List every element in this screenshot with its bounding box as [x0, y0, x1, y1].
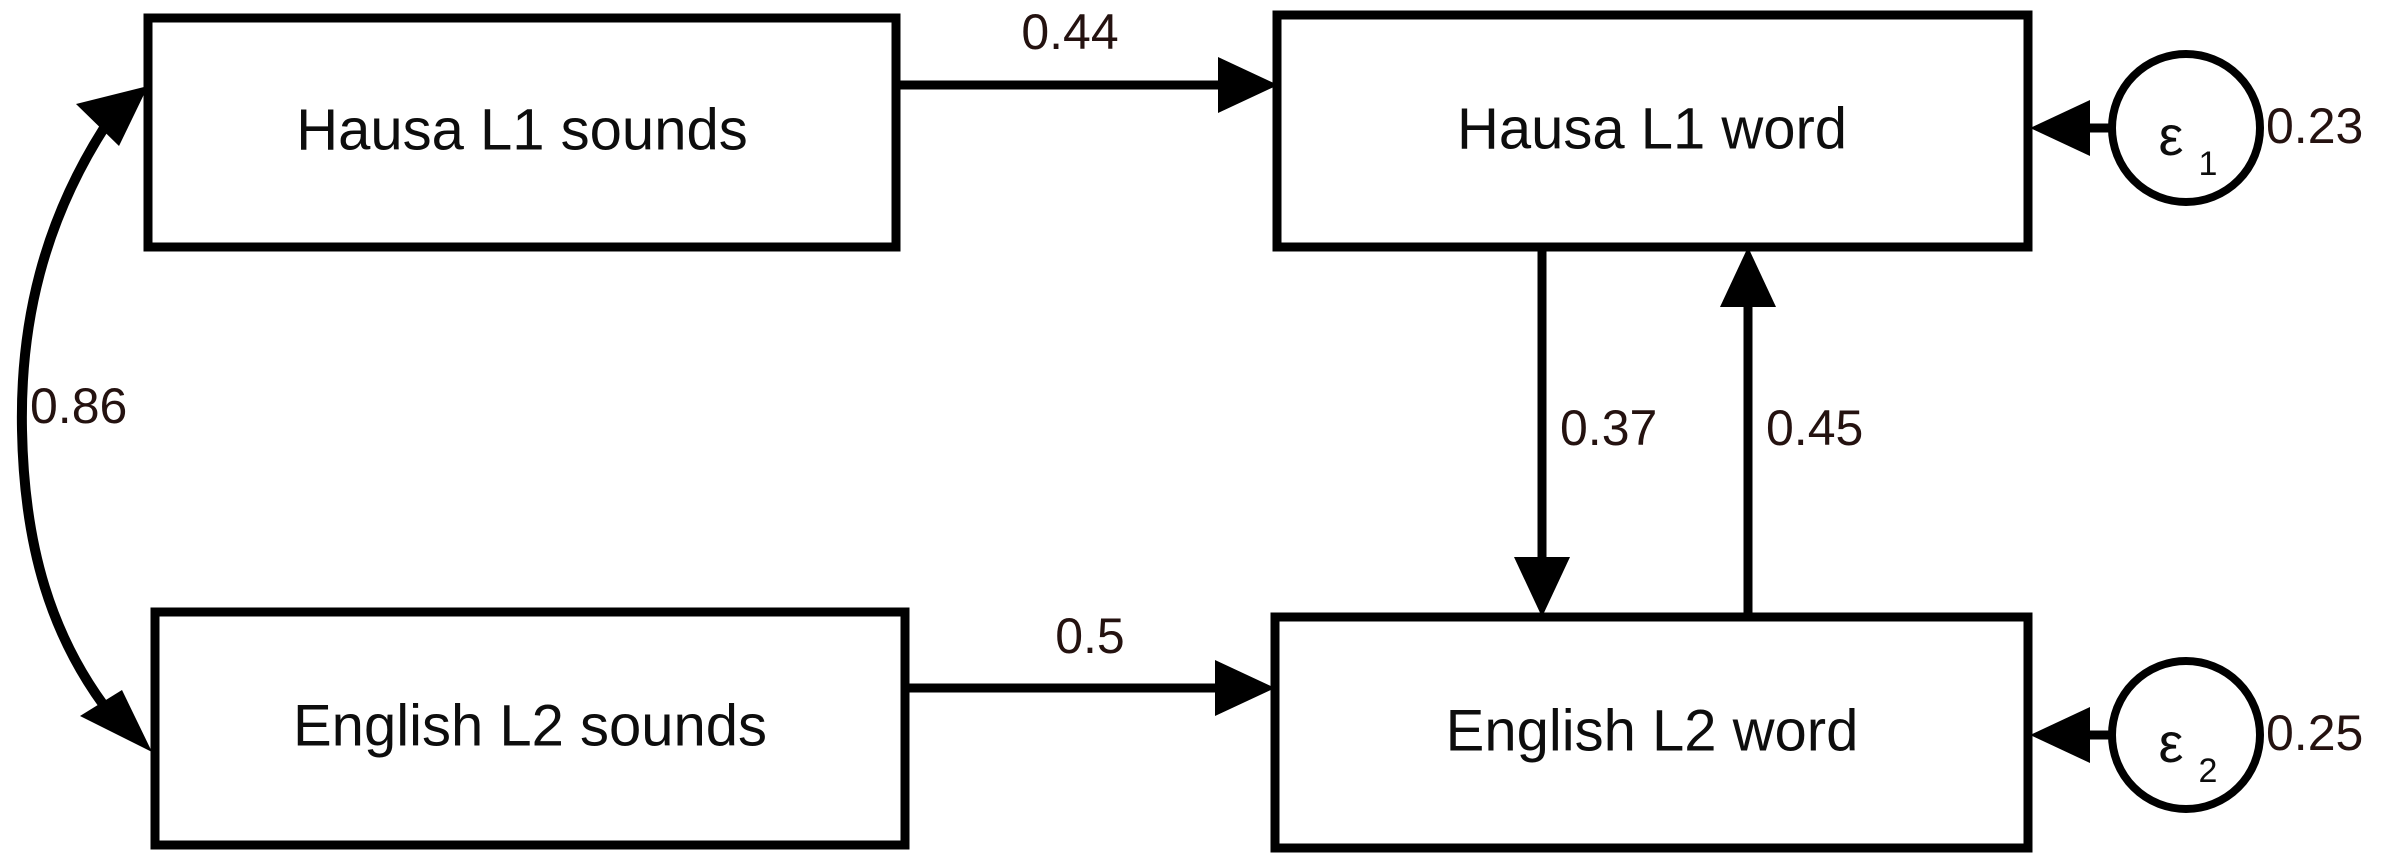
edge-hausa-word-to-english-word: 0.37	[1514, 247, 1657, 617]
arrow-head-icon	[1720, 247, 1776, 307]
node-label-hausa-l1-word: Hausa L1 word	[1457, 96, 1847, 161]
node-label-epsilon-1-symbol: ε	[2159, 104, 2184, 167]
edge-english-sounds-to-english-word: 0.5	[905, 608, 1275, 716]
edge-label-0.45: 0.45	[1766, 400, 1863, 456]
edge-label-0.86: 0.86	[30, 378, 127, 434]
arrow-head-icon	[2030, 707, 2090, 763]
arrow-head-icon	[1514, 557, 1570, 617]
edge-curve-0.86	[16, 107, 124, 730]
edge-sounds-correlation: 0.86	[16, 86, 152, 752]
node-box-english-l2-word[interactable]	[1270, 612, 2033, 853]
node-box-hausa-l1-sounds[interactable]	[143, 13, 901, 252]
node-label-hausa-l1-sounds: Hausa L1 sounds	[296, 97, 747, 162]
node-circle-epsilon-2[interactable]	[2108, 657, 2264, 813]
node-circle-epsilon-1[interactable]	[2108, 50, 2264, 206]
node-box-english-l2-sounds[interactable]	[150, 607, 910, 850]
arrow-head-icon	[80, 690, 152, 752]
edge-label-0.23: 0.23	[2266, 98, 2363, 154]
arrow-head-icon	[2030, 100, 2090, 156]
node-english-l2-sounds[interactable]: English L2 sounds	[150, 607, 910, 850]
node-hausa-l1-word[interactable]: Hausa L1 word	[1272, 10, 2033, 252]
node-label-english-l2-sounds: English L2 sounds	[293, 693, 767, 758]
edge-label-0.25: 0.25	[2266, 705, 2363, 761]
edge-english-word-to-hausa-word: 0.45	[1720, 247, 1863, 617]
node-box-hausa-l1-word[interactable]	[1272, 10, 2033, 252]
node-english-l2-word[interactable]: English L2 word	[1270, 612, 2033, 853]
edge-label-0.37: 0.37	[1560, 400, 1657, 456]
node-label-epsilon-2-symbol: ε	[2159, 711, 2184, 774]
edge-epsilon1-to-hausa-word: 0.23	[2030, 98, 2363, 156]
node-label-english-l2-word: English L2 word	[1446, 698, 1859, 763]
arrow-head-icon	[1218, 57, 1278, 113]
edge-hausa-sounds-to-hausa-word: 0.44	[896, 4, 1278, 113]
node-epsilon-2[interactable]: ε 2	[2108, 657, 2264, 813]
node-label-epsilon-2-subscript: 2	[2199, 752, 2218, 790]
edge-label-0.5: 0.5	[1055, 608, 1125, 664]
node-epsilon-1[interactable]: ε 1	[2108, 50, 2264, 206]
arrow-head-icon	[76, 86, 148, 146]
edge-label-0.44: 0.44	[1021, 4, 1118, 60]
node-label-epsilon-1-subscript: 1	[2199, 145, 2218, 183]
edge-epsilon2-to-english-word: 0.25	[2030, 705, 2363, 763]
node-hausa-l1-sounds[interactable]: Hausa L1 sounds	[143, 13, 901, 252]
arrow-head-icon	[1215, 660, 1275, 716]
